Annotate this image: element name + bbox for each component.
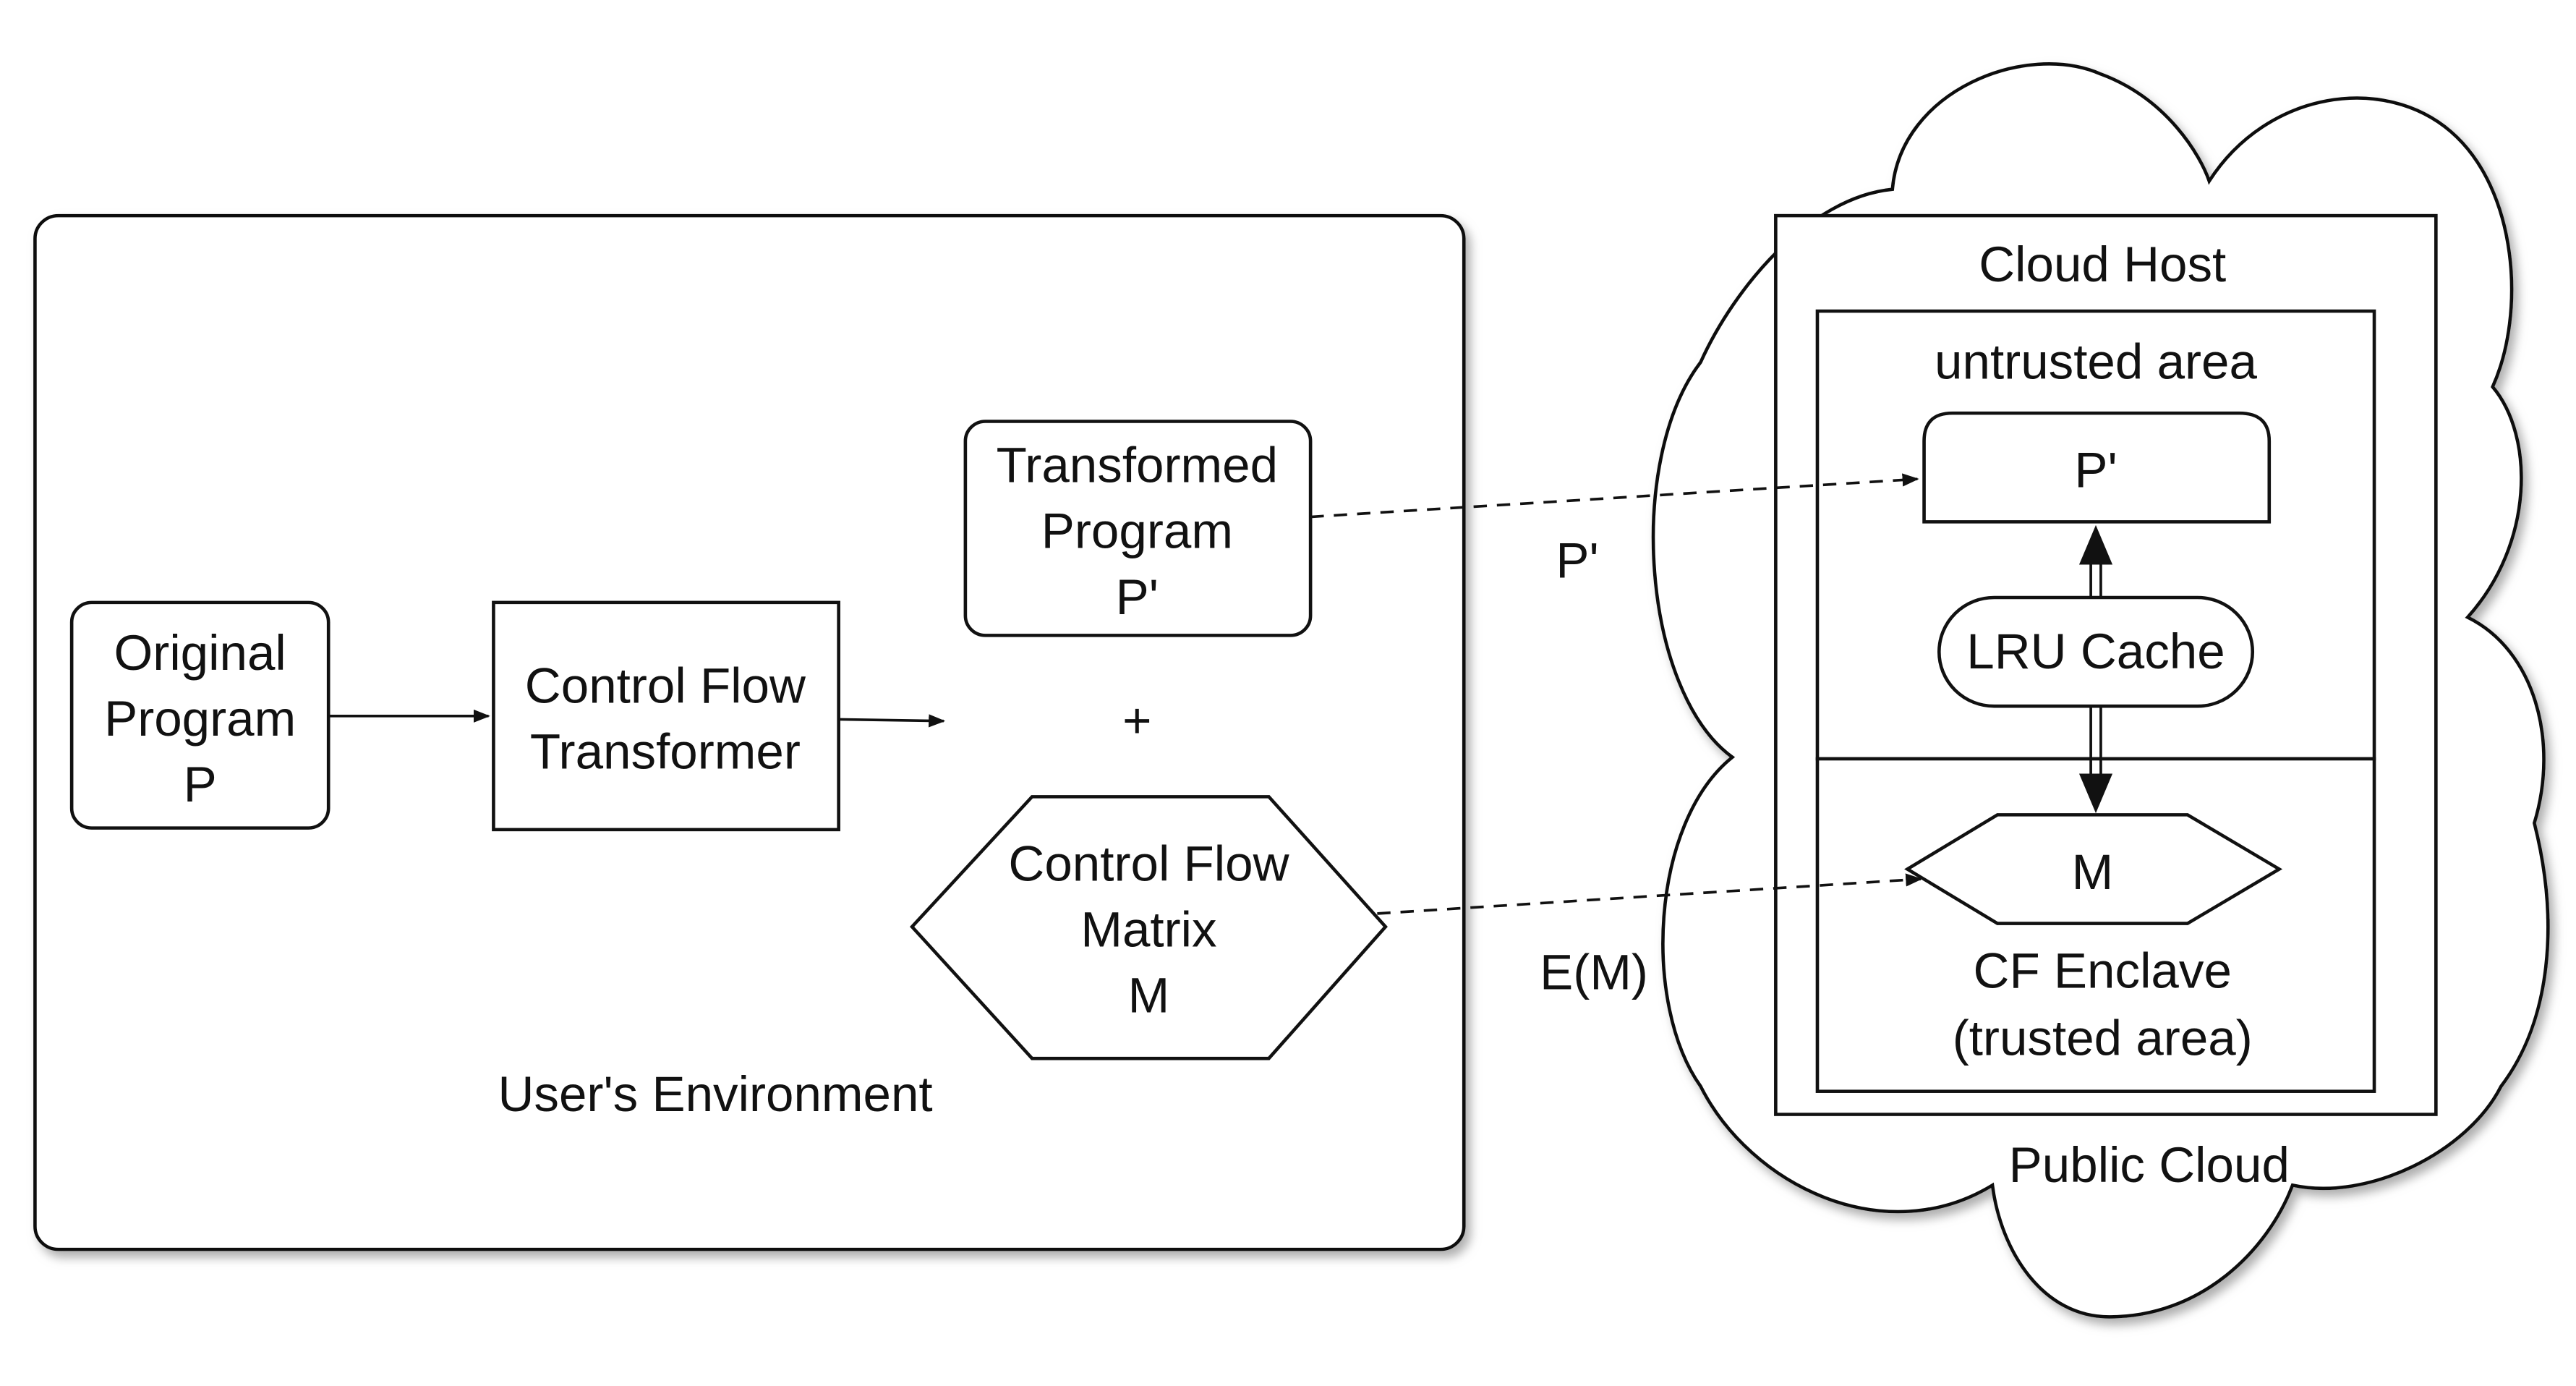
control-flow-matrix-hexagon: Control Flow Matrix M [909, 795, 1388, 1060]
original-program-line-2: Program [104, 692, 296, 747]
cloud-matrix-label: M [2072, 844, 2114, 899]
original-program-box: Original Program P [69, 600, 330, 830]
untrusted-area-label: untrusted area [1935, 334, 2258, 389]
cloud-program-box: P' [1922, 411, 2272, 524]
arrow-transformer-to-outputs [838, 714, 946, 728]
transformer-line-2: Transformer [530, 724, 801, 779]
arrow-cache-to-program [2078, 524, 2113, 598]
matrix-line-3: M [1128, 968, 1170, 1023]
cloud-matrix-hexagon: M [1904, 813, 2283, 925]
cloud-host-label: Cloud Host [1979, 237, 2226, 292]
plus-sign: + [1122, 693, 1151, 748]
matrix-line-2: Matrix [1080, 902, 1216, 957]
transformed-program-line-2: Program [1041, 503, 1233, 558]
transformed-program-line-1: Transformed [997, 438, 1278, 493]
public-cloud-label: Public Cloud [2009, 1137, 2290, 1192]
cf-enclave-line-1: CF Enclave [1974, 943, 2232, 998]
transformed-program-line-3: P' [1116, 569, 1159, 624]
dashed-arrow-matrix-upload [1377, 873, 1923, 915]
transformed-program-box: Transformed Program P' [963, 420, 1313, 637]
original-program-line-1: Original [114, 626, 286, 681]
matrix-line-1: Control Flow [1008, 836, 1289, 891]
lru-cache-label: LRU Cache [1966, 624, 2225, 679]
cloud-program-label: P' [2074, 443, 2117, 498]
control-flow-transformer-box: Control Flow Transformer [492, 600, 840, 832]
lru-cache-box: LRU Cache [1937, 595, 2255, 708]
arrow-cache-to-matrix [2078, 706, 2113, 814]
users-environment-label: User's Environment [498, 1066, 932, 1121]
cf-enclave-line-2: (trusted area) [1953, 1011, 2253, 1066]
program-transfer-label: P' [1556, 533, 1598, 588]
transformer-line-1: Control Flow [525, 658, 806, 713]
matrix-transfer-label: E(M) [1540, 945, 1648, 1000]
dashed-arrow-program-upload [1310, 473, 1919, 519]
original-program-line-3: P [184, 757, 217, 812]
